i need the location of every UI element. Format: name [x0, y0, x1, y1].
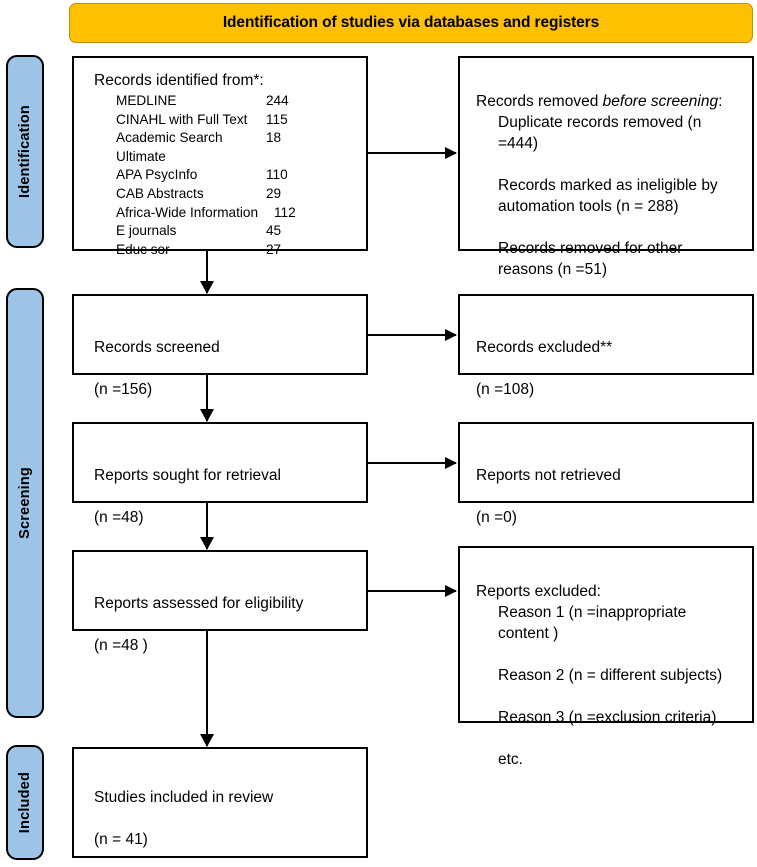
database-source-name: Academic Search Ultimate	[116, 130, 223, 164]
reports-sought-label: Reports sought for retrieval	[94, 467, 281, 484]
database-source-name: MEDLINE	[116, 93, 177, 108]
database-source-count: 45	[266, 223, 282, 239]
records-removed-lead-a: Records removed	[476, 93, 603, 110]
reports-excluded-reason: Reason 2 (n = different subjects)	[498, 667, 723, 684]
records-screened-label: Records screened	[94, 339, 220, 356]
stage-label-screening: Screening	[17, 467, 33, 539]
records-removed-lead-italic: before screening	[602, 93, 719, 110]
database-source-row: Africa-Wide Information 112	[94, 204, 352, 223]
stage-pill-identification: Identification	[6, 55, 44, 248]
database-source-name: Educ sor	[116, 241, 170, 257]
studies-included-count: (n = 41)	[94, 831, 148, 848]
database-source-name: E journals	[116, 223, 177, 239]
records-identified-title: Records identified from*:	[94, 72, 264, 89]
reports-excluded-reason: etc.	[498, 751, 523, 768]
records-removed-item: Records marked as ineligible by automati…	[498, 177, 718, 215]
database-source-row: CINAHL with Full Text 115	[94, 111, 352, 130]
database-source-name: Africa-Wide Information	[116, 204, 259, 220]
stage-pill-screening: Screening	[6, 288, 44, 718]
studies-included-label: Studies included in review	[94, 789, 274, 806]
database-source-row: E journals 45	[94, 222, 352, 241]
records-excluded-label: Records excluded**	[476, 339, 613, 356]
database-source-row: CAB Abstracts 29	[94, 185, 352, 204]
arrow-identified-to-screened	[206, 251, 208, 293]
reports-excluded-reason: Reason 1 (n =inappropriate content )	[498, 604, 687, 642]
database-source-row: Academic Search Ultimate 18	[94, 129, 352, 166]
database-source-name: CINAHL with Full Text	[116, 111, 248, 127]
stage-pill-included: Included	[6, 745, 44, 860]
box-reports-excluded: Reports excluded: Reason 1 (n =inappropr…	[458, 546, 754, 768]
arrow-identified-to-removed	[368, 152, 456, 154]
database-source-count: 18	[266, 130, 282, 146]
records-removed-item: Duplicate records removed (n =444)	[498, 114, 702, 152]
database-source-count: 29	[266, 185, 282, 201]
reports-excluded-title: Reports excluded:	[476, 583, 601, 600]
database-source-row: Educ sor 27	[94, 241, 352, 260]
arrow-screened-to-excluded	[368, 334, 456, 336]
box-reports-not-retrieved: Reports not retrieved (n =0)	[458, 422, 754, 526]
reports-not-retrieved-label: Reports not retrieved	[476, 467, 621, 484]
database-source-name: CAB Abstracts	[116, 185, 204, 201]
database-source-count: 27	[266, 241, 282, 257]
reports-excluded-reason: Reason 3 (n =exclusion criteria)	[498, 709, 717, 726]
box-records-excluded: Records excluded** (n =108)	[458, 294, 754, 398]
box-reports-assessed: Reports assessed for eligibility (n =48 …	[72, 550, 368, 654]
records-removed-content: Records removed before screening: Duplic…	[476, 70, 738, 301]
reports-assessed-label: Reports assessed for eligibility	[94, 595, 304, 612]
records-removed-lead-b: :	[718, 93, 723, 110]
database-source-name: APA PsycInfo	[116, 167, 198, 183]
database-source-count: 110	[266, 167, 288, 183]
database-source-count: 115	[266, 111, 288, 127]
diagram-header-banner: Identification of studies via databases …	[69, 3, 753, 43]
records-removed-item: Records removed for other reasons (n =51…	[498, 240, 683, 278]
reports-assessed-count: (n =48 )	[94, 637, 148, 654]
reports-sought-count: (n =48)	[94, 509, 144, 526]
arrow-assessed-to-included	[206, 631, 208, 746]
database-source-row: MEDLINE 244	[94, 92, 352, 111]
records-excluded-count: (n =108)	[476, 381, 535, 398]
database-source-row: APA PsycInfo 110	[94, 166, 352, 185]
box-studies-included: Studies included in review (n = 41) Repo…	[72, 747, 368, 858]
arrow-assessed-to-reports-excluded	[368, 590, 456, 592]
diagram-title: Identification of studies via databases …	[222, 14, 600, 31]
box-records-removed: Records removed before screening: Duplic…	[458, 56, 754, 278]
stage-label-identification: Identification	[17, 104, 33, 199]
box-records-screened: Records screened (n =156)	[72, 294, 368, 398]
records-screened-count: (n =156)	[94, 381, 153, 398]
box-reports-sought: Reports sought for retrieval (n =48)	[72, 422, 368, 526]
arrow-screened-to-sought	[206, 375, 208, 421]
database-source-count: 112	[274, 204, 296, 220]
arrow-sought-to-assessed	[206, 503, 208, 549]
stage-label-included: Included	[17, 771, 33, 834]
arrow-sought-to-not-retrieved	[368, 462, 456, 464]
database-source-count: 244	[266, 93, 289, 108]
reports-not-retrieved-count: (n =0)	[476, 509, 517, 526]
